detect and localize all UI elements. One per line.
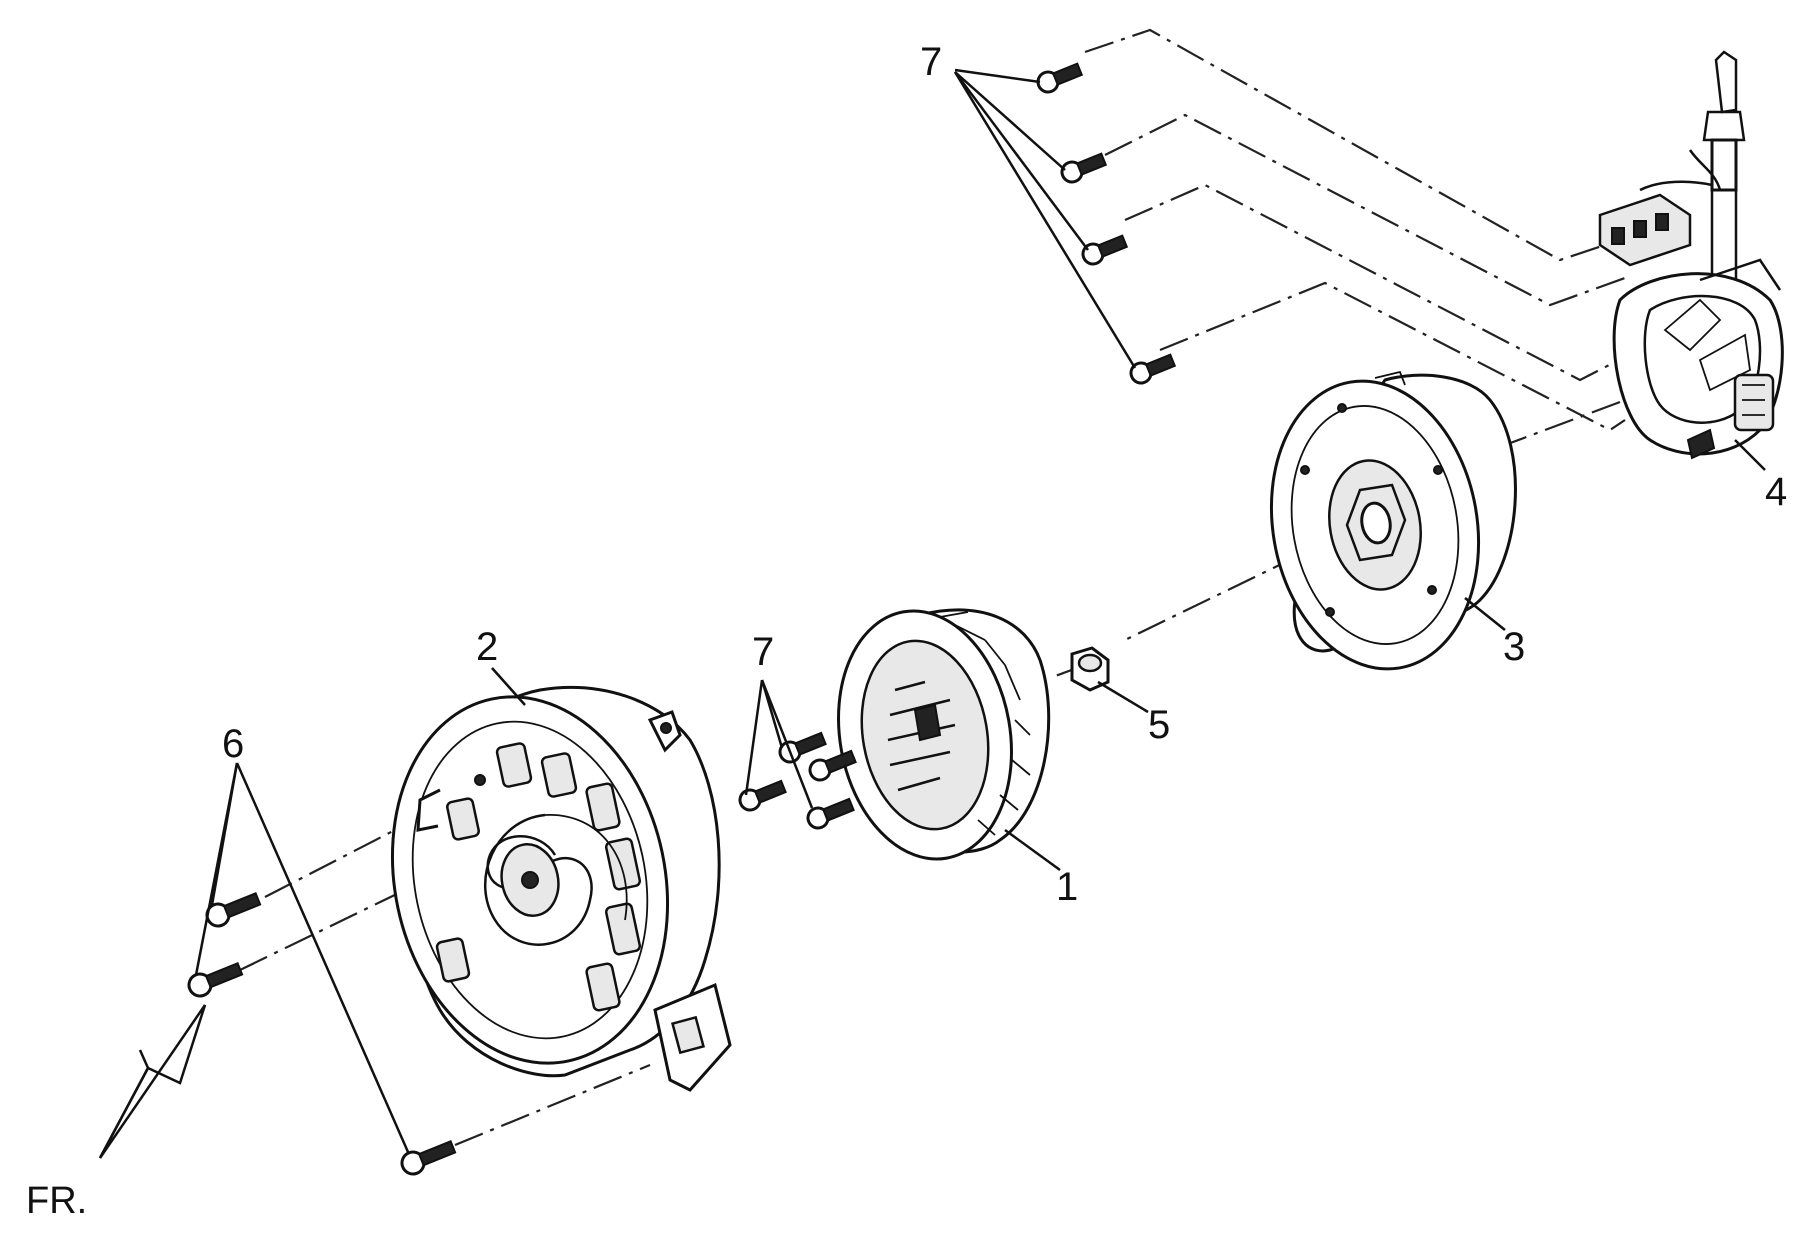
cover-bolts [187,892,457,1176]
callout-4: 4 [1765,470,1787,514]
callout-5: 5 [1148,703,1170,747]
front-label: FR. [26,1180,87,1222]
front-direction-arrow [98,1004,207,1159]
flywheel [1269,370,1517,671]
callout-7-top: 7 [920,40,942,84]
fan-bolts-middle [738,731,857,830]
callout-1: 1 [1056,865,1078,909]
callout-3: 3 [1503,625,1525,669]
fan-cover [390,686,732,1092]
alignment-lines [239,28,1626,1147]
callout-6: 6 [222,722,244,766]
leader-lines [194,68,1766,1153]
cooling-fan [837,608,1051,861]
flywheel-nut [1070,646,1110,692]
stator-assembly [1598,50,1784,460]
callouts: 7 7 2 6 1 5 3 4 FR. [26,40,1787,1222]
callout-2: 2 [476,625,498,669]
stator-bolts-top [1036,62,1177,385]
callout-7-middle: 7 [752,630,774,674]
